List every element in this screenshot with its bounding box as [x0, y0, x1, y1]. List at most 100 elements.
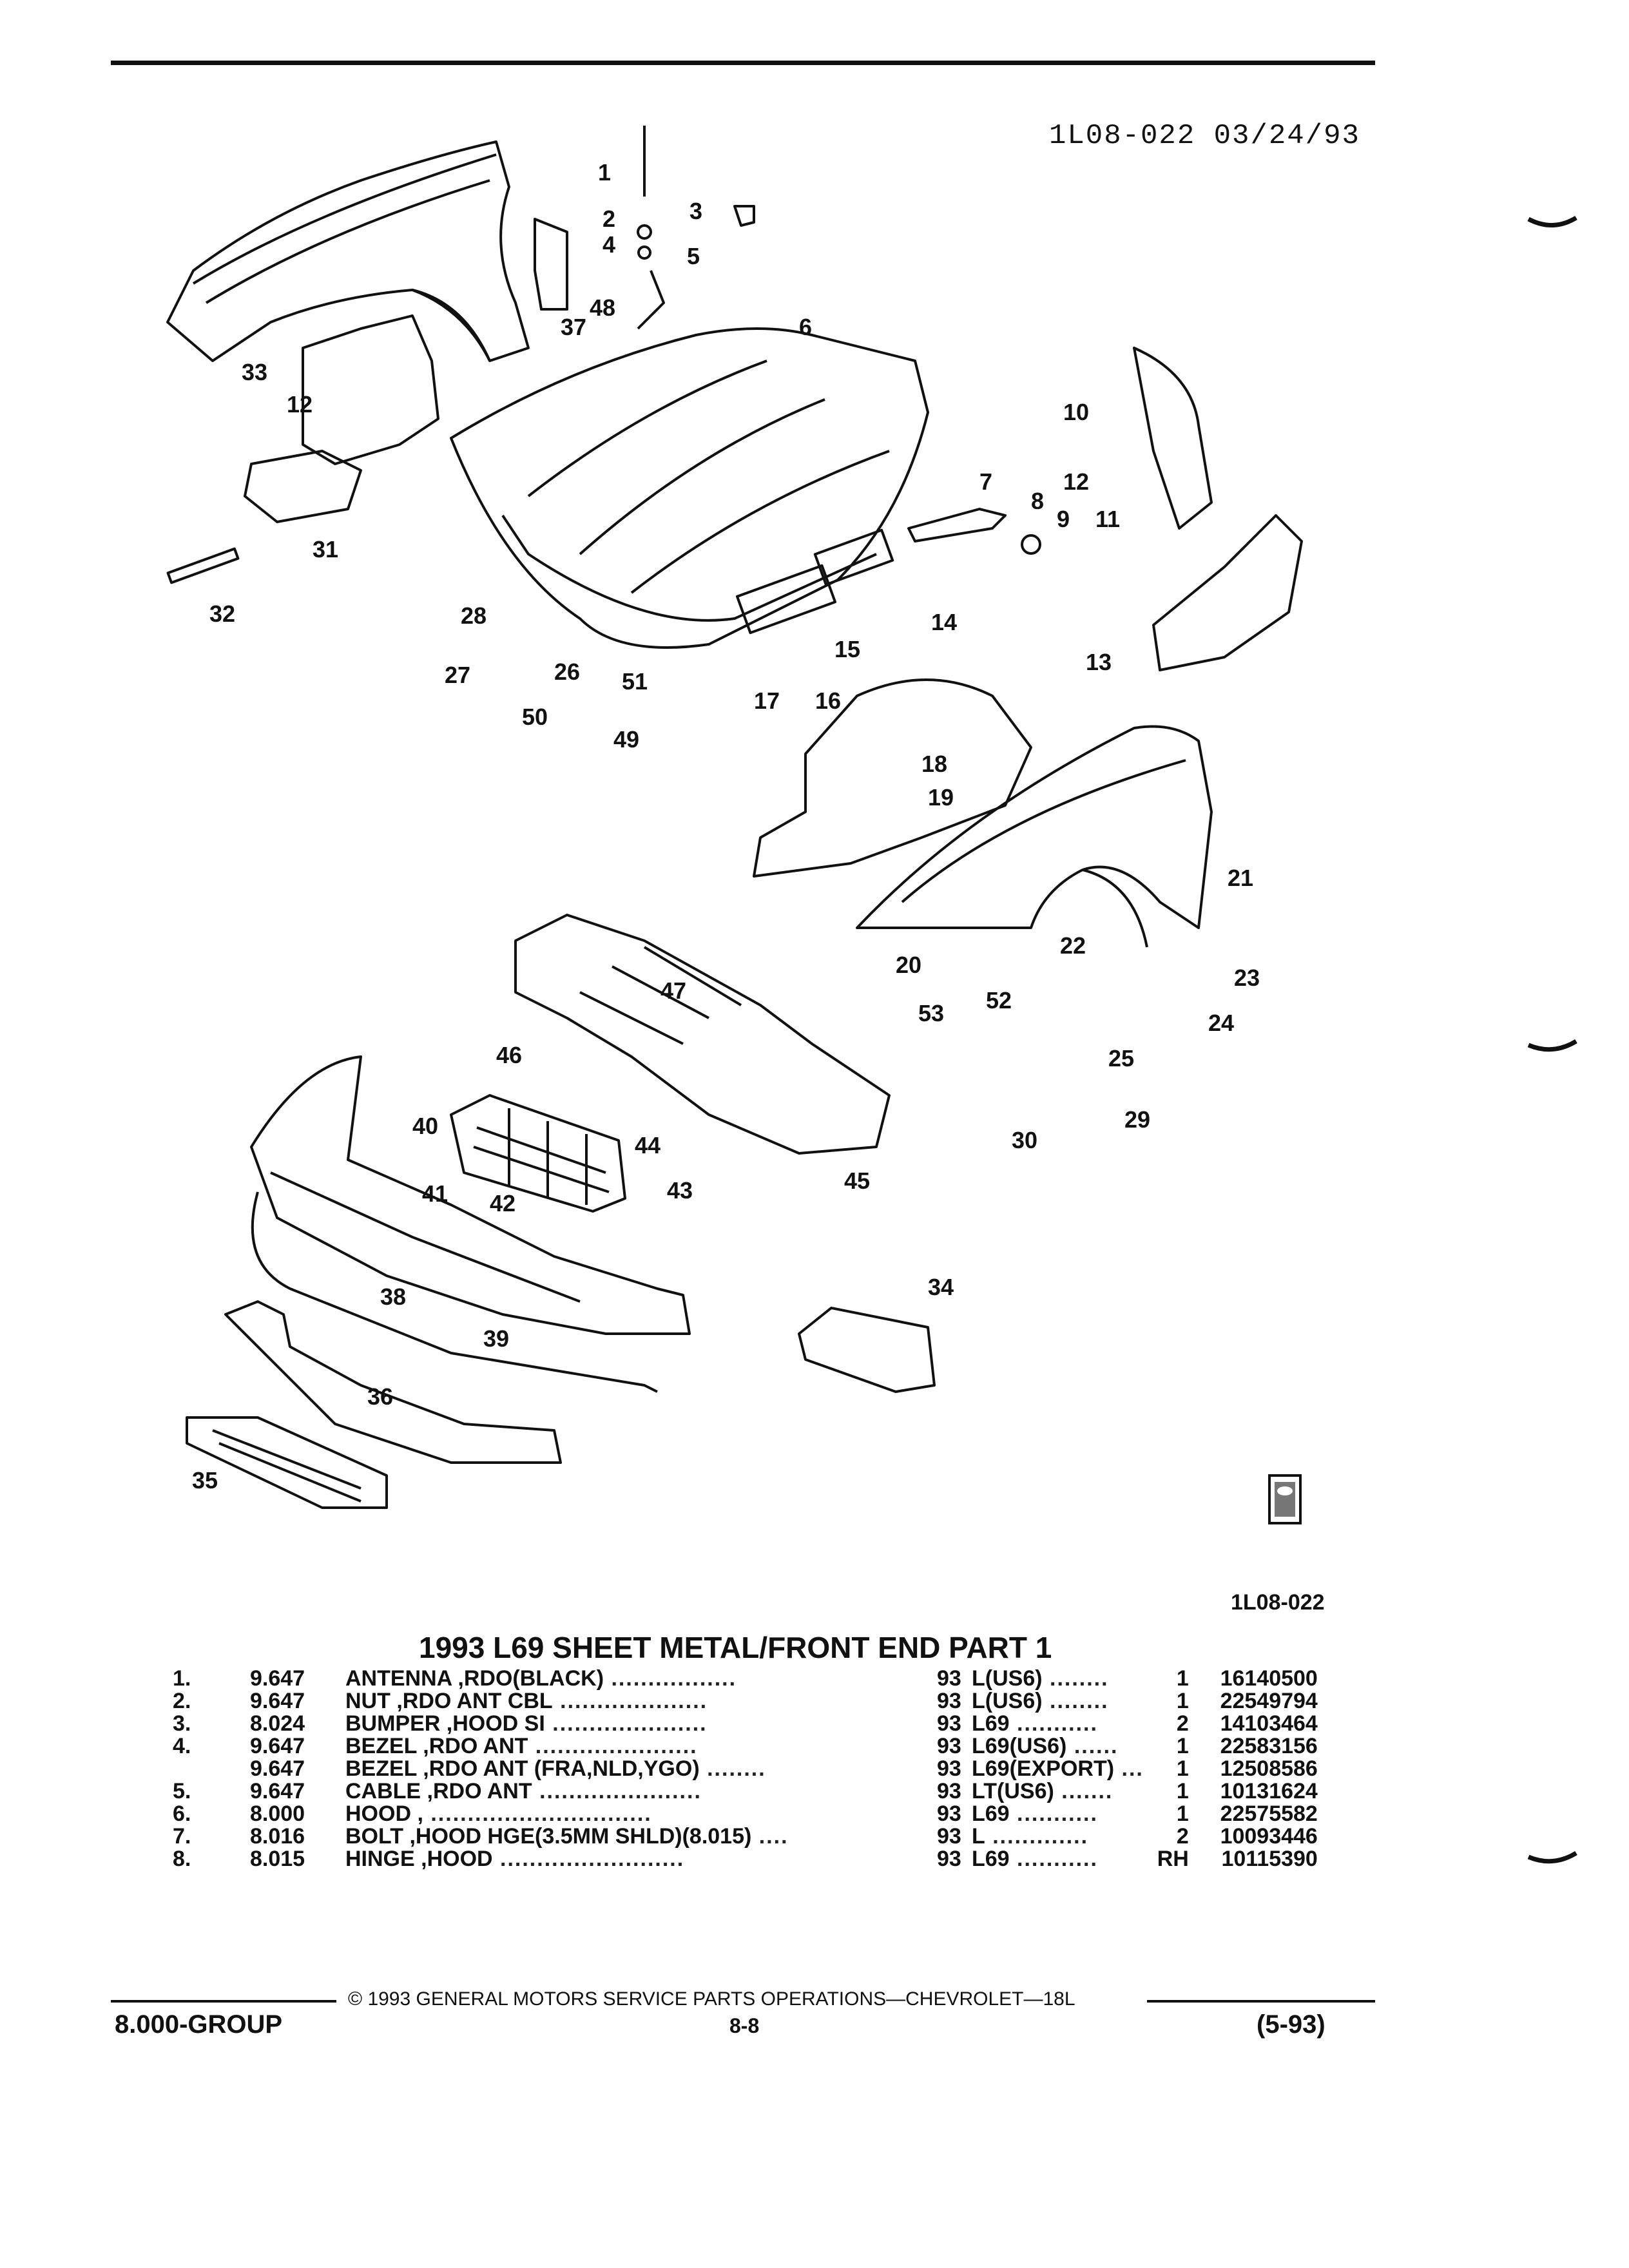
callout-label: 26 [554, 658, 580, 685]
callout-label: 8 [1031, 488, 1044, 514]
callout-label: 21 [1228, 865, 1253, 891]
right-wheelhouse-drawing [753, 678, 1032, 878]
radiator-support-drawing [514, 914, 891, 1155]
parts-table-title: 1993 L69 SHEET METAL/FRONT END PART 1 [419, 1631, 1052, 1664]
callout-label: 10 [1063, 399, 1089, 425]
part-number: 22549794 [1220, 1689, 1318, 1713]
model-year: 93 [937, 1802, 961, 1826]
callout-label: 51 [622, 668, 648, 695]
callout-label: 27 [445, 662, 470, 688]
part-description: NUT ,RDO ANT CBL .................... [345, 1689, 708, 1713]
callout-label: 38 [380, 1283, 406, 1310]
callout-label: 17 [754, 687, 780, 714]
model-year: 93 [937, 1756, 961, 1781]
model-code: L69(US6) ...... [972, 1734, 1119, 1758]
callout-label: 7 [979, 468, 992, 495]
callout-label: 28 [461, 602, 487, 629]
part-number-index: 1. [173, 1666, 191, 1691]
callout-label: 39 [483, 1325, 509, 1352]
hood-bumper-drawing [733, 205, 755, 227]
dot-leader: ...................... [532, 1779, 702, 1803]
quantity: 1 [1176, 1802, 1189, 1826]
part-number: 10131624 [1220, 1779, 1318, 1803]
parts-row: 2. 9.647 NUT ,RDO ANT CBL ................… [173, 1690, 1318, 1713]
callout-label: 19 [928, 784, 954, 811]
callout-label: 18 [921, 751, 947, 777]
part-number: 22575582 [1220, 1802, 1318, 1826]
gm-spo-logo [1268, 1474, 1302, 1524]
figure-code: 1L08-022 [1231, 1590, 1325, 1615]
antenna-cable-drawing [637, 270, 665, 330]
air-deflector-drawing [186, 1416, 388, 1509]
dot-leader: .................... [552, 1689, 708, 1713]
headlamp-drawing [798, 1307, 936, 1393]
callout-label: 34 [928, 1274, 954, 1300]
model-code: L ............. [972, 1824, 1089, 1849]
callout-label: 15 [834, 636, 860, 662]
dot-leader: ........... [1009, 1847, 1098, 1871]
group-number: 9.647 [250, 1756, 305, 1781]
footer-rule-right [1147, 2000, 1375, 2003]
part-description: BEZEL ,RDO ANT ...................... [345, 1734, 698, 1758]
callout-label: 36 [367, 1383, 393, 1410]
dot-leader: ...................... [528, 1734, 698, 1758]
part-description: BEZEL ,RDO ANT (FRA,NLD,YGO) ........ [345, 1756, 766, 1781]
part-description: BOLT ,HOOD HGE(3.5MM SHLD)(8.015) .... [345, 1824, 789, 1849]
quantity: 1 [1176, 1734, 1189, 1758]
group-number: 9.647 [250, 1689, 305, 1713]
callout-label: 1 [598, 159, 611, 186]
callout-label: 40 [412, 1113, 438, 1139]
part-number-index: 4. [173, 1734, 191, 1758]
model-year: 93 [937, 1711, 961, 1736]
callout-label: 52 [986, 987, 1012, 1014]
dot-leader: ................. [604, 1666, 737, 1691]
dot-leader: .... [751, 1824, 789, 1849]
model-code: L(US6) ........ [972, 1666, 1109, 1691]
part-number: 12508586 [1220, 1756, 1318, 1781]
callout-label: 46 [496, 1042, 522, 1068]
callout-label: 48 [590, 294, 615, 321]
callout-label: 50 [522, 704, 548, 730]
part-number: 14103464 [1220, 1711, 1318, 1736]
bracket-drawing [534, 218, 568, 311]
callout-label: 47 [660, 977, 686, 1004]
illustration-code-date: 1L08-022 03/24/93 [1049, 120, 1360, 152]
group-number: 9.647 [250, 1779, 305, 1803]
callout-label: 43 [667, 1177, 693, 1204]
callout-label: 37 [561, 314, 586, 340]
model-year: 93 [937, 1779, 961, 1803]
quantity: RH [1157, 1847, 1189, 1871]
callout-label: 16 [815, 687, 841, 714]
callout-label: 31 [313, 536, 338, 562]
callout-label: 44 [635, 1132, 660, 1158]
model-year: 93 [937, 1734, 961, 1758]
antenna-bezel-drawing [637, 245, 651, 260]
callout-label: 14 [931, 609, 957, 635]
part-description: CABLE ,RDO ANT ...................... [345, 1779, 702, 1803]
part-number: 22583156 [1220, 1734, 1318, 1758]
callout-label: 11 [1095, 506, 1120, 532]
model-year: 93 [937, 1847, 961, 1871]
dot-leader: ..................... [545, 1711, 708, 1736]
left-fender-drawing [166, 140, 530, 362]
right-splash-shield-drawing [1133, 347, 1213, 530]
part-number-index: 7. [173, 1824, 191, 1849]
hood-hinge-drawing [907, 508, 1007, 543]
callout-label: 20 [896, 952, 921, 978]
callout-label: 24 [1208, 1010, 1234, 1036]
model-code: L69 ........... [972, 1711, 1098, 1736]
callout-label: 29 [1124, 1106, 1150, 1133]
dot-leader: ........... [1009, 1802, 1098, 1826]
callout-label: 13 [1086, 649, 1112, 675]
part-number-index: 2. [173, 1689, 191, 1713]
callout-label: 2 [602, 206, 615, 232]
callout-label: 35 [192, 1467, 218, 1494]
quantity: 2 [1176, 1824, 1189, 1849]
bumper-drawing [1021, 534, 1041, 555]
model-year: 93 [937, 1689, 961, 1713]
